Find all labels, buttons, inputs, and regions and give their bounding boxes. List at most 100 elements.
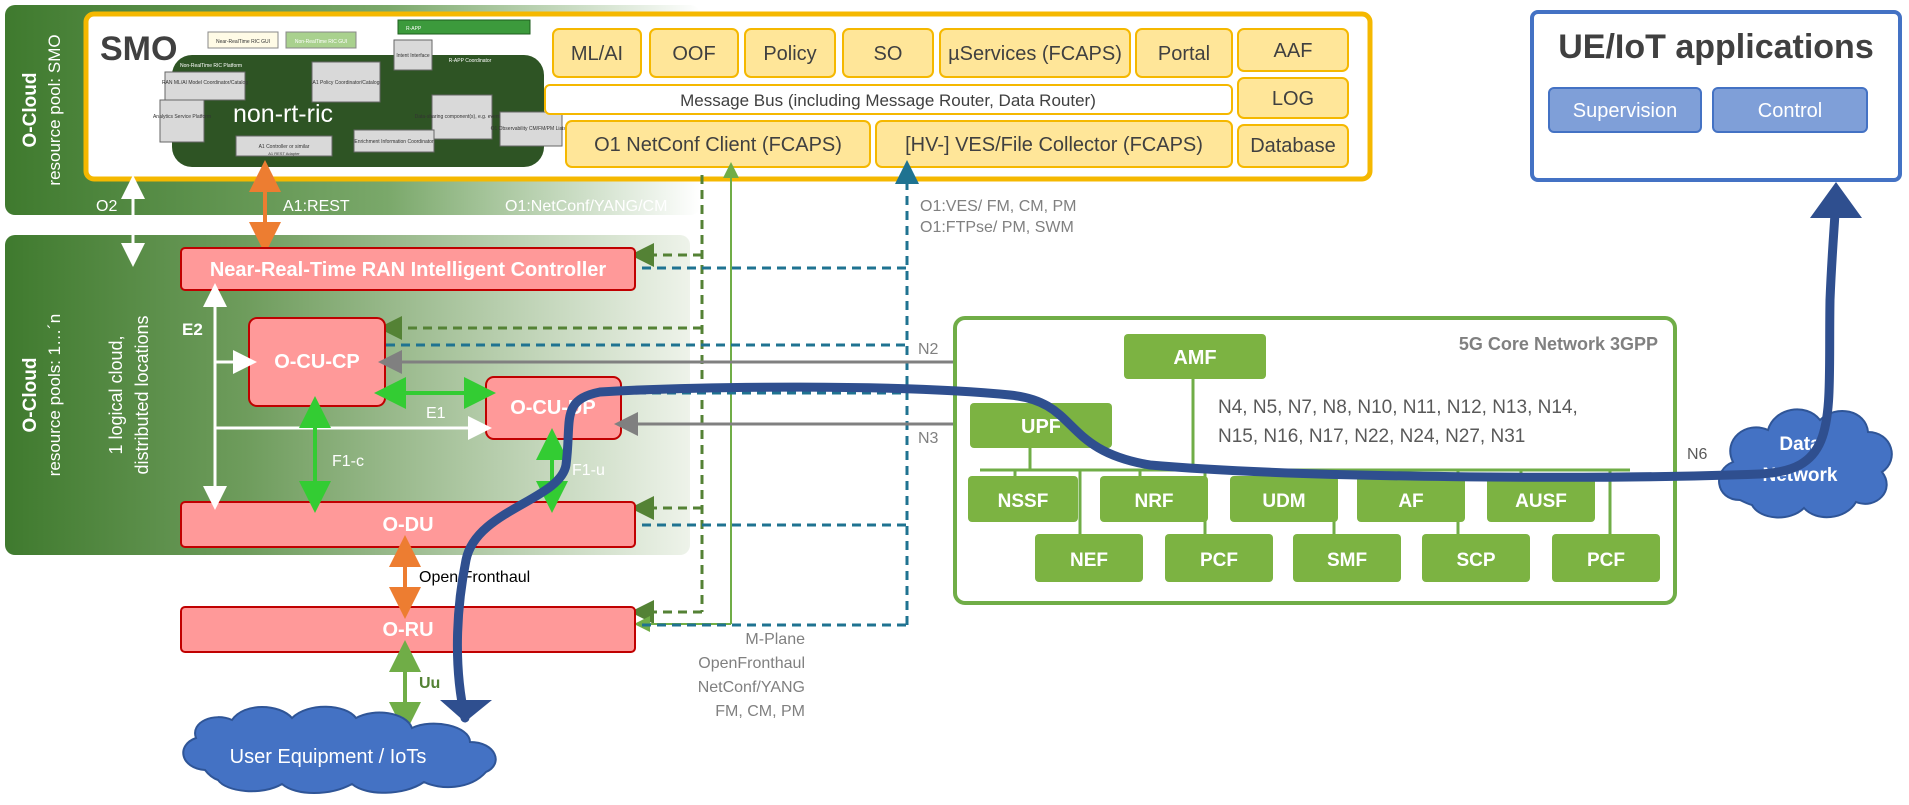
ves-file-collector: [HV-] VES/File Collector (FCAPS) [905,134,1203,156]
oru-label: O-RU [382,619,433,641]
data-network-label-1: Data [1779,434,1821,455]
nonrtric-platform: Near-RealTime RIC GUI Non-RealTime RIC G… [153,19,572,167]
ue-iot-applications: UE/IoT applications Supervision Control [1530,10,1902,182]
nrf-box[interactable] [1100,476,1208,522]
smf-box[interactable] [1293,534,1401,582]
udm-box[interactable] [1230,476,1338,522]
smo-modules: ML/AI OOF Policy SO µServices (FCAPS) Po… [544,28,1349,168]
nonrtric-a1ctrl: A1 Controller or similar [259,144,310,150]
nonrtric-intent: Intent Interface [396,53,430,59]
mplane-label: M-Plane OpenFronthaul NetConf/YANG FM, C… [698,631,805,720]
label-f1u: F1-u [572,462,605,479]
message-bus: Message Bus (including Message Router, D… [680,91,1096,110]
nonrtric-enrichment: Enrichment Information Coordinator [354,139,434,145]
nonrtric-gui2: Non-RealTime RIC GUI [295,39,347,45]
nssf-box[interactable] [968,476,1078,522]
af-label: AF [1398,491,1423,512]
af-box[interactable] [1357,476,1465,522]
pcf-box-1[interactable] [1165,534,1273,582]
supervision-button[interactable] [1548,87,1702,133]
apps-title: UE/IoT applications [1558,28,1873,66]
nonrtric-a1policy: A1 Policy Coordinator/Catalog [313,80,380,86]
nssf-label: NSSF [998,491,1049,512]
nef-label: NEF [1070,550,1108,571]
label-f1c: F1-c [332,453,364,470]
svg-text:OpenFronthaul: OpenFronthaul [698,655,805,672]
label-n6: N6 [1687,446,1708,463]
user-plane-arrowhead-apps [1810,182,1862,218]
svg-text:M-Plane: M-Plane [745,631,805,648]
label-uu: Uu [419,675,440,692]
label-n2: N2 [918,341,939,358]
control-label: Control [1758,100,1822,122]
udm-label: UDM [1262,491,1305,512]
o1-netconf-client: O1 NetConf Client (FCAPS) [594,134,842,156]
module-portal: Portal [1158,43,1210,65]
module-so: SO [874,43,903,65]
core-title: 5G Core Network 3GPP [1459,334,1658,354]
module-database: Database [1250,135,1336,157]
smf-label: SMF [1327,550,1367,571]
nonrtric-datasharing: Data-sharing component(s), e.g. event bu… [415,114,510,120]
smo-title: SMO [100,30,177,68]
svg-text:FM, CM, PM: FM, CM, PM [715,703,805,720]
ocloud-smo-subtitle: resource pool: SMO [45,34,64,185]
module-policy: Policy [763,43,816,65]
module-log: LOG [1272,88,1314,110]
ocloud-ran-subtitle: resource pools: 1…´n [45,314,64,477]
nonrtric-analytics: Analytics Service Platform [153,114,211,120]
smo-box: SMO Near-RealTime RIC GUI Non-RealTime R… [83,11,1373,182]
upf-label: UPF [1021,416,1061,438]
amf-box[interactable] [1124,334,1266,379]
nonrtric-rapp-coordinator: R-APP Coordinator [449,58,492,64]
pcf-label-2: PCF [1587,550,1625,571]
ocloud-smo-title: O-Cloud [20,73,41,148]
nonrtric-platform-label: Non-RealTime RIC Platform [180,63,242,69]
core-n-interfaces-1: N4, N5, N7, N8, N10, N11, N12, N13, N14, [1218,397,1578,418]
label-e2: E2 [182,320,203,339]
pcf-box-2[interactable] [1552,534,1660,582]
svg-text:NetConf/YANG: NetConf/YANG [698,679,805,696]
amf-label: AMF [1173,347,1216,369]
nef-box[interactable] [1035,534,1143,582]
nrf-label: NRF [1134,491,1173,512]
ausf-box[interactable] [1487,476,1595,522]
label-o1-ves-2: O1:FTPse/ PM, SWM [920,219,1074,236]
ue-cloud: User Equipment / IoTs [182,705,497,794]
supervision-label: Supervision [1573,100,1678,122]
user-plane-path [452,190,1841,723]
label-o1-ves-1: O1:VES/ FM, CM, PM [920,198,1076,215]
nonrtric-rapp: R-APP [406,26,422,32]
ocloud-ran-note-1: 1 logical cloud, [106,335,126,454]
label-a1: A1:REST [283,198,350,215]
e2-arrows [203,283,492,510]
ocu-cp-label: O-CU-CP [274,351,360,373]
ocloud-ran-note-2: distributed locations [132,315,152,474]
label-n3: N3 [918,430,939,447]
odu-label: O-DU [382,514,433,536]
label-o2: O2 [96,198,117,215]
core-n-interfaces-2: N15, N16, N17, N22, N24, N27, N31 [1218,426,1525,447]
label-e1: E1 [426,405,446,422]
nonrtric-a1adapter: A1 REST Adapter [268,151,300,156]
label-o1-netconf: O1:NetConf/YANG/CM [505,198,667,215]
nonrtric-label: non-rt-ric [233,100,333,128]
core-network: 5G Core Network 3GPP AMF UPF N4, N5, N7,… [953,316,1677,605]
label-open-fronthaul: Open Fronthaul [419,569,530,586]
ausf-label: AUSF [1515,491,1567,512]
pcf-label-1: PCF [1200,550,1238,571]
nearrt-ric-box[interactable] [180,247,636,291]
user-plane-arrowhead-ue [440,700,492,722]
control-button[interactable] [1712,87,1868,133]
nonrtric-o1obs: O1 Observability CM/FM/PM Liaison [491,126,572,132]
module-microservices: µServices (FCAPS) [948,43,1122,65]
module-mlai: ML/AI [571,43,623,65]
nonrtric-gui1: Near-RealTime RIC GUI [216,39,270,45]
scp-box[interactable] [1422,534,1530,582]
nearrt-ric-label: Near-Real-Time RAN Intelligent Controlle… [210,259,607,281]
scp-label: SCP [1456,550,1495,571]
nonrtric-mlai: RAN ML/AI Model Coordinator/Catalog [162,80,248,86]
module-oof: OOF [672,43,715,65]
ocloud-ran-title: O-Cloud [20,358,41,433]
